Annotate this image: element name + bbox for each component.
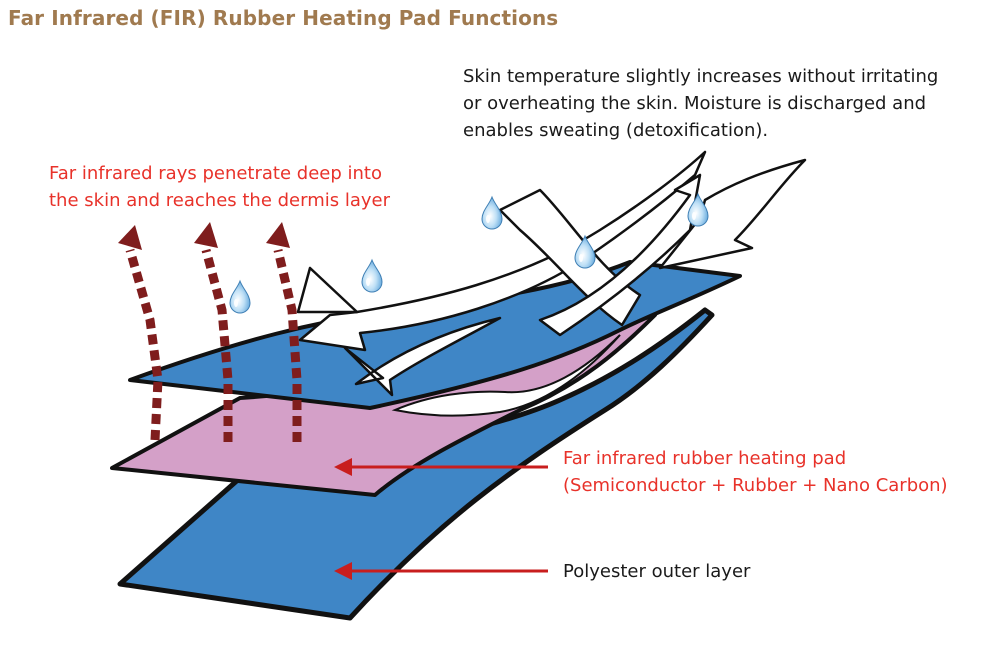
- note-line: enables sweating (detoxification).: [463, 120, 769, 141]
- note-line: Polyester outer layer: [563, 561, 751, 582]
- note-line: (Semiconductor + Rubber + Nano Carbon): [563, 475, 948, 496]
- note-line: Far infrared rubber heating pad: [563, 448, 847, 469]
- pointer-arrows: [334, 458, 548, 580]
- heating-pad-label: Far infrared rubber heating pad (Semicon…: [563, 445, 948, 499]
- note-line: Far infrared rays penetrate deep into: [49, 163, 382, 184]
- far-infrared-ray-arrow: [125, 248, 163, 441]
- pointer-arrow: [334, 458, 352, 476]
- far-infrared-ray-arrows: [118, 222, 302, 442]
- far-infrared-ray-arrow: [201, 248, 233, 442]
- water-drop-icon: [229, 280, 251, 314]
- water-drop-icon: [481, 196, 503, 230]
- note-line: or overheating the skin. Moisture is dis…: [463, 93, 927, 114]
- airflow-arrows: [296, 150, 807, 397]
- pointer-arrow: [334, 562, 352, 580]
- note-line: the skin and reaches the dermis layer: [49, 190, 391, 211]
- water-drop-icon: [361, 259, 383, 293]
- far-infrared-ray-arrow: [266, 222, 290, 248]
- far-infrared-ray-arrow: [118, 225, 142, 250]
- note-line: Skin temperature slightly increases with…: [463, 66, 939, 87]
- inner-lining-curl: [391, 334, 621, 417]
- diagram-title: Far Infrared (FIR) Rubber Heating Pad Fu…: [8, 6, 559, 30]
- polyester-outer-layer-label: Polyester outer layer: [563, 558, 750, 585]
- top-blue-layer: [128, 260, 742, 410]
- far-infrared-ray-arrow: [273, 248, 302, 442]
- far-infrared-ray-arrow: [194, 222, 218, 248]
- skin-temperature-note: Skin temperature slightly increases with…: [463, 63, 938, 144]
- far-infrared-rays-note: Far infrared rays penetrate deep into th…: [49, 160, 390, 214]
